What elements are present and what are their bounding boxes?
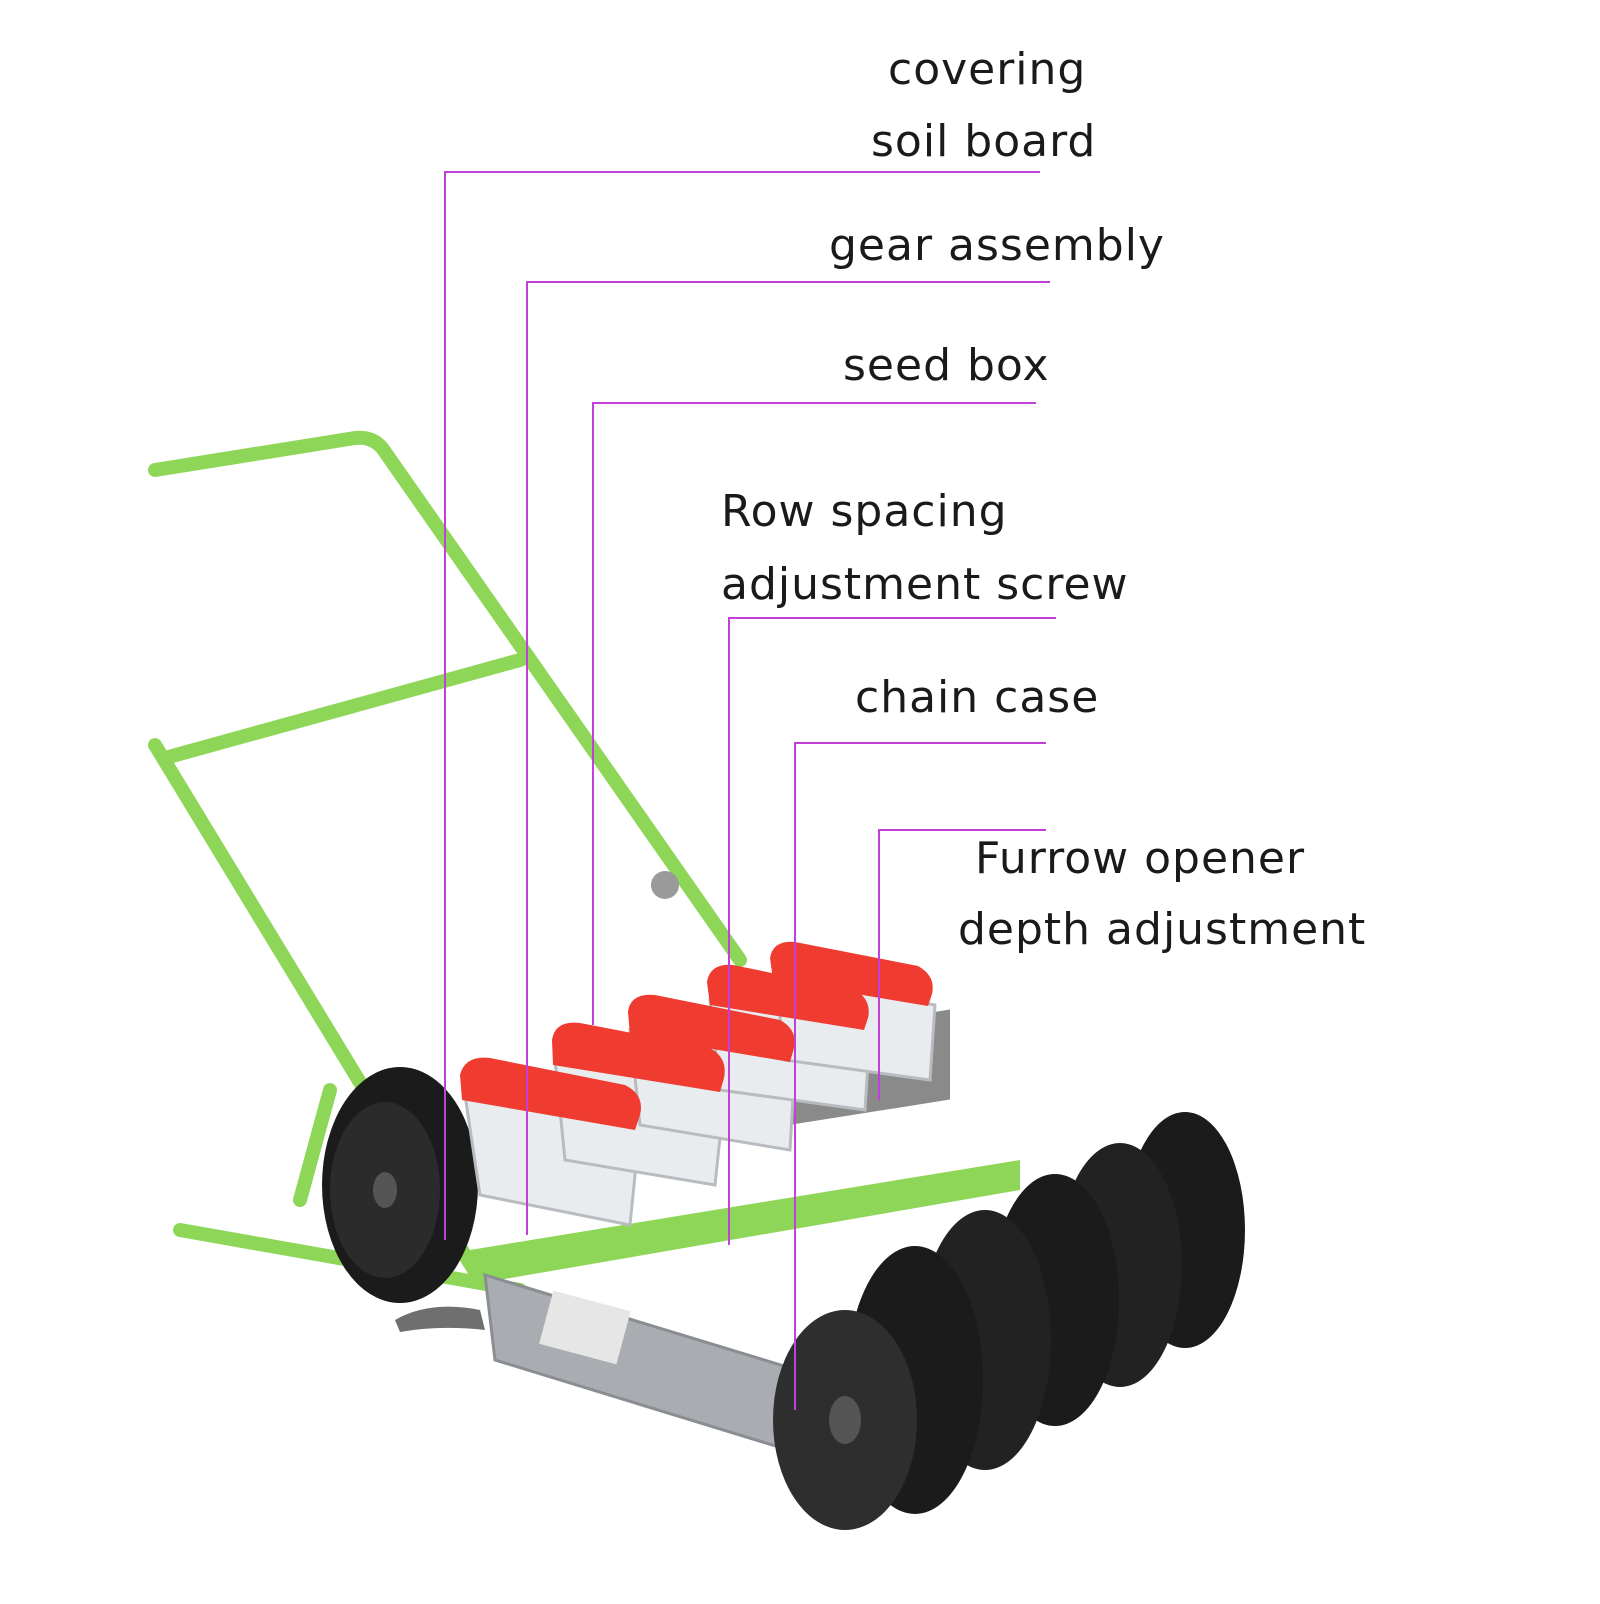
seed-box-lids — [460, 941, 933, 1130]
leader-seed-box — [592, 402, 1036, 1025]
leader-gear-assembly — [526, 281, 1050, 1235]
leader-covering-soil-board — [444, 171, 1040, 1240]
label-furrow-line2: depth adjustment — [958, 904, 1367, 955]
soil-board-blade — [395, 1306, 485, 1332]
leader-chain-case — [794, 742, 1046, 1410]
rear-wheel — [322, 1067, 478, 1303]
label-gear-assembly: gear assembly — [829, 220, 1165, 271]
leader-lines — [444, 171, 1056, 1410]
front-roller — [773, 1112, 1245, 1530]
leader-furrow-opener — [878, 829, 1046, 1100]
case-sticker — [539, 1290, 631, 1365]
label-chain-case: chain case — [855, 672, 1100, 723]
label-row-spacing-line2: adjustment screw — [721, 559, 1129, 610]
label-furrow-line1: Furrow opener — [975, 833, 1306, 884]
label-covering-line2: soil board — [871, 116, 1097, 167]
label-covering-line1: covering — [888, 44, 1087, 95]
base-bar — [470, 1160, 1020, 1285]
label-row-spacing-line1: Row spacing — [721, 486, 1008, 537]
handle-bolt — [651, 871, 679, 899]
leader-row-spacing — [728, 617, 1056, 1245]
label-seed-box: seed box — [843, 340, 1050, 391]
